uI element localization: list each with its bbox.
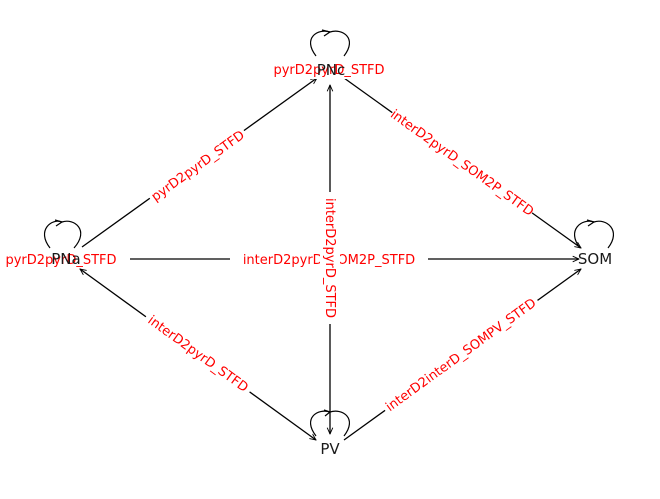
edge-label-pna-pnc-text: pyrD2pyrD_STFD [149, 128, 248, 205]
self-loop-pv-arrow [323, 409, 332, 417]
edge-label-pna-pv-text: interD2pyrD_STFD [145, 313, 251, 396]
self-loop-pna-arrow [54, 219, 64, 227]
edge-label-pnc-pv-text: interD2pyrD_STFD [322, 198, 337, 318]
edge-label-pna-self: pyrD2pyrD_STFD [2, 249, 130, 268]
node-pna: PNa [51, 250, 80, 268]
node-pnc: PNc [317, 61, 346, 79]
edge-label-pnc-self-text: pyrD2pyrD_STFD [273, 63, 384, 78]
self-loop-pnc-arrow [321, 29, 332, 37]
edge-label-pnc-self: pyrD2pyrD_STFD [262, 60, 396, 79]
edge-label-pnc-som-text: interD2pyrD_SOM2P_STFD [387, 107, 536, 220]
edge-label-pna-pnc: pyrD2pyrD_STFD [144, 123, 251, 208]
edge-label-pna-self-text: pyrD2pyrD_STFD [5, 253, 116, 268]
self-loop-pna [43, 220, 82, 249]
edge-label-pv-som-text: interD2interD_SOMPV_STFD [383, 296, 539, 415]
self-loop-som-arrow [586, 219, 596, 227]
self-loop-som [573, 220, 615, 249]
edge-label-pna-pv: interD2pyrD_STFD [140, 307, 257, 399]
edge-label-pnc-som: interD2pyrD_SOM2P_STFD [386, 103, 539, 221]
edge-label-pv-som: interD2interD_SOMPV_STFD [378, 290, 543, 418]
edge-label-pnc-pv: interD2pyrD_STFD [320, 192, 340, 324]
node-pv: PV [320, 440, 340, 458]
node-som: SOM [578, 250, 612, 268]
self-loop-pnc [309, 30, 351, 57]
